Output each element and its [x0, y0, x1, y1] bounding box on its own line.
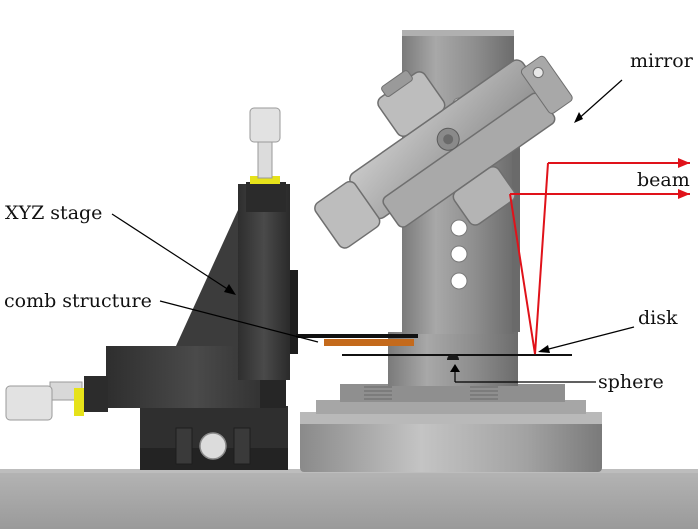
comb-arm	[296, 334, 418, 338]
adjuster-knob-left	[314, 180, 381, 249]
laser-beam	[509, 162, 690, 355]
label-xyz-stage: XYZ stage	[5, 202, 102, 224]
adjuster-knob-bottom	[452, 165, 516, 226]
disk	[342, 354, 572, 356]
label-sphere: sphere	[598, 371, 664, 393]
pointer-arrowhead	[574, 112, 583, 123]
label-mirror: mirror	[630, 50, 694, 72]
stage-vertical-bracket	[176, 210, 238, 346]
beam-arrowhead	[678, 158, 690, 168]
label-comb-structure: comb structure	[4, 290, 152, 312]
comb-structure	[324, 339, 414, 346]
label-beam: beam	[637, 169, 690, 191]
knob-ring-top	[250, 176, 280, 184]
label-disk: disk	[638, 307, 678, 329]
pointer-arrowhead	[538, 345, 550, 353]
pointer-arrowhead	[224, 284, 236, 295]
optical-table	[0, 471, 698, 529]
post-hole	[450, 219, 468, 237]
post-hole	[450, 245, 468, 263]
sphere	[447, 354, 459, 360]
mirror-mount	[314, 55, 573, 249]
threaded-ring	[340, 384, 565, 402]
pointer-arrowhead	[450, 364, 460, 372]
post-hole	[450, 272, 468, 290]
leader-lines	[111, 79, 635, 383]
stage-top-block	[246, 182, 286, 212]
beam-arrowhead	[678, 189, 690, 199]
micrometer-top-head	[249, 107, 281, 143]
xyz-stage	[5, 107, 298, 470]
knob-ring-side	[74, 388, 84, 416]
stage-knob	[199, 432, 227, 460]
base-cylinder	[300, 420, 602, 472]
micrometer-side-head	[5, 385, 53, 421]
stage-upright	[238, 184, 290, 380]
micrometer-top	[257, 139, 273, 179]
